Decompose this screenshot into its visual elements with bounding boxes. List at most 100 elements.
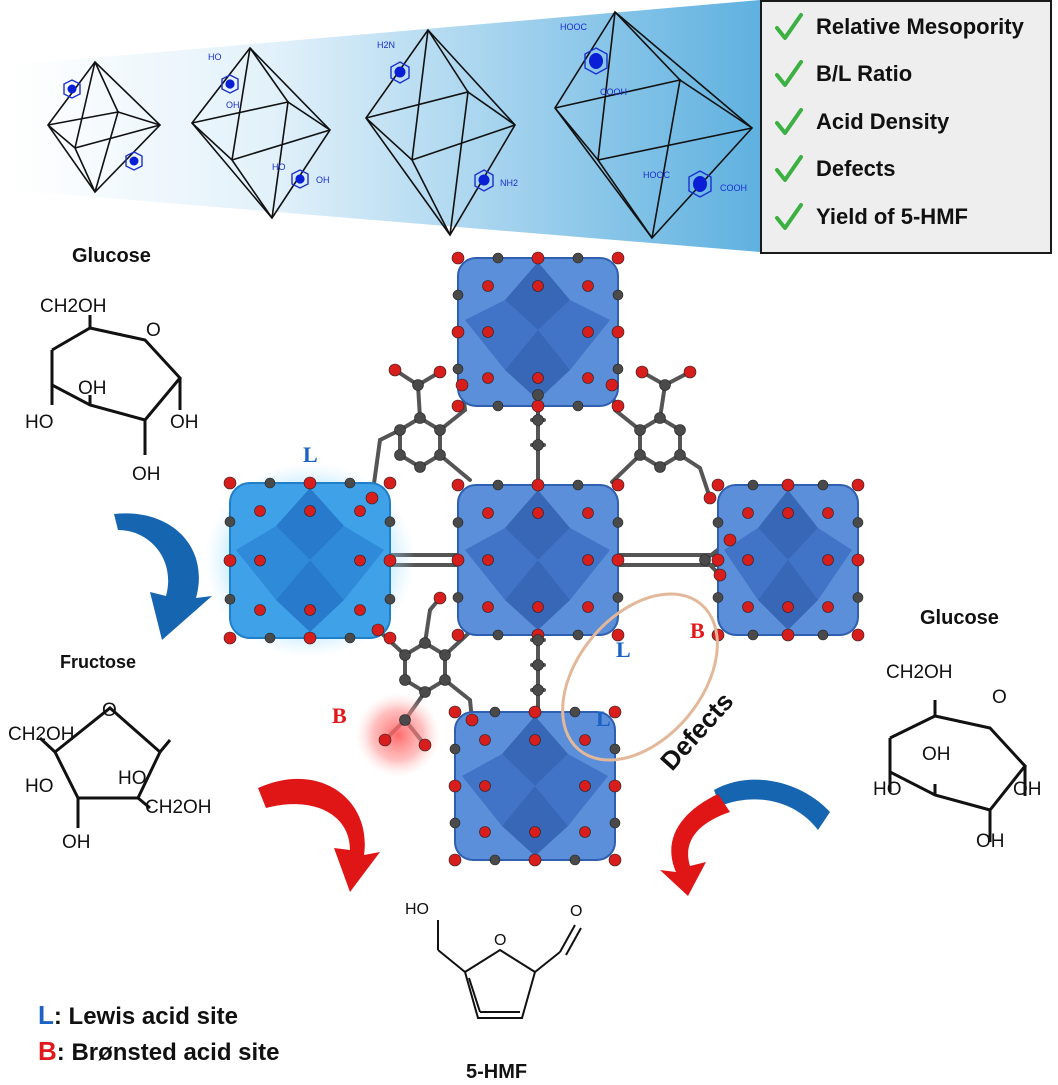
carbon-atom (712, 592, 724, 603)
carbon-atom (452, 517, 464, 528)
oxygen-atom (378, 733, 392, 747)
oxygen-atom (532, 372, 544, 384)
carbon-atom (532, 439, 544, 451)
oxygen-atom (782, 601, 794, 613)
carbon-atom (419, 637, 431, 649)
oxygen-atom (703, 491, 717, 505)
oxygen-atom (482, 507, 494, 519)
glucose-left-title: Glucose (72, 245, 151, 267)
oh-label: HO (272, 162, 286, 172)
arrow-glucose-to-fructose (114, 513, 212, 640)
oh-label: OH (226, 100, 240, 110)
hmf-title: 5-HMF (466, 1061, 527, 1083)
cooh-label: HOOC (560, 22, 588, 32)
carbon-atom (532, 634, 544, 646)
fructose-title: Fructose (60, 652, 136, 672)
carbon-atom (449, 743, 461, 755)
fructose-labels: Fructose CH2OH O HO HO CH2OH OH (8, 652, 212, 853)
property-label: Acid Density (816, 109, 950, 134)
oxygen-atom (579, 780, 591, 792)
glucose-left (50, 315, 182, 455)
carbon-atom (399, 649, 411, 661)
oxygen-atom (383, 476, 397, 490)
zr-cluster-top (457, 257, 619, 407)
linker-bdc-bottom (125, 151, 143, 171)
nh2-label: NH2 (500, 178, 518, 188)
carbon-atom (492, 252, 504, 264)
linker-nh2-bottom: NH2 (474, 169, 518, 192)
carbon-atom (699, 554, 711, 566)
glucose-right (888, 700, 1027, 842)
oxygen-atom (451, 399, 465, 413)
property-label: Yield of 5-HMF (816, 204, 968, 229)
carbon-atom (852, 592, 864, 603)
oxygen-atom (532, 507, 544, 519)
oxygen-atom (451, 325, 465, 339)
carbon-atom (344, 477, 356, 489)
ho-label: HO (118, 768, 147, 789)
oxygen-atom (528, 853, 542, 867)
property-item: Relative Mesopority (774, 7, 1024, 47)
carbon-atom (412, 379, 424, 391)
carbon-atom (384, 593, 396, 605)
nh2-label: H2N (377, 40, 395, 50)
zr-cluster-center (457, 484, 619, 636)
mof-structure: L L L B B Defects (205, 251, 865, 867)
oh-label: OH (78, 378, 107, 399)
carbon-atom (452, 363, 464, 375)
carbon-atom (747, 479, 759, 491)
carbon-atom (449, 817, 461, 829)
carbon-atom (439, 674, 451, 686)
carbon-atom (612, 363, 624, 375)
ring-oxygen-label: O (992, 687, 1007, 708)
oxygen-atom (579, 826, 591, 838)
carbon-atom (612, 592, 624, 603)
carbon-atom (344, 632, 356, 644)
carbon-atom (434, 449, 446, 461)
zr-cluster-right (717, 484, 859, 636)
oxygen-atom (851, 478, 865, 492)
linker-bdc-top (63, 79, 81, 99)
oh-label: OH (922, 744, 951, 765)
property-label: Defects (816, 156, 896, 181)
carbon-atom (419, 686, 431, 698)
carbon-atom (224, 593, 236, 605)
oxygen-atom (223, 476, 237, 490)
linker-oh2-top: HO OH (208, 52, 240, 110)
oxygen-atom (529, 826, 541, 838)
oxygen-atom (482, 280, 494, 292)
ho-label: HO (873, 779, 902, 800)
carbon-atom (532, 659, 544, 671)
oxygen-atom (223, 631, 237, 645)
oxygen-atom (711, 478, 725, 492)
oxygen-atom (354, 554, 366, 567)
check-icon (775, 155, 803, 182)
legend-bronsted: B: Brønsted acid site (38, 1036, 280, 1067)
carbon-atom (414, 412, 426, 424)
oxygen-atom (528, 705, 542, 719)
carbon-atom (659, 379, 671, 391)
carbon-atom (452, 592, 464, 603)
oxygen-atom (822, 601, 834, 613)
legend-bronsted-key: B (38, 1036, 57, 1066)
carbon-atom (399, 674, 411, 686)
oxygen-atom (579, 734, 591, 746)
oxygen-atom (822, 507, 834, 519)
oxygen-atom (742, 601, 754, 613)
carbon-atom (264, 632, 276, 644)
carbon-atom (634, 424, 646, 436)
ch2oh-label: CH2OH (8, 724, 75, 745)
octahedron-bdc (47, 60, 162, 194)
carbon-atom (569, 706, 581, 718)
oxygen-atom (822, 554, 834, 566)
carbon-atom (852, 517, 864, 528)
oxygen-atom (418, 738, 432, 752)
oxygen-atom (455, 378, 469, 392)
property-label: B/L Ratio (816, 61, 913, 86)
banner-background (10, 0, 760, 252)
property-item: Acid Density (774, 102, 949, 142)
carbon-atom (747, 629, 759, 641)
carbon-atom (572, 479, 584, 491)
oxygen-atom (608, 705, 622, 719)
ring-oxygen-label: O (102, 700, 117, 721)
